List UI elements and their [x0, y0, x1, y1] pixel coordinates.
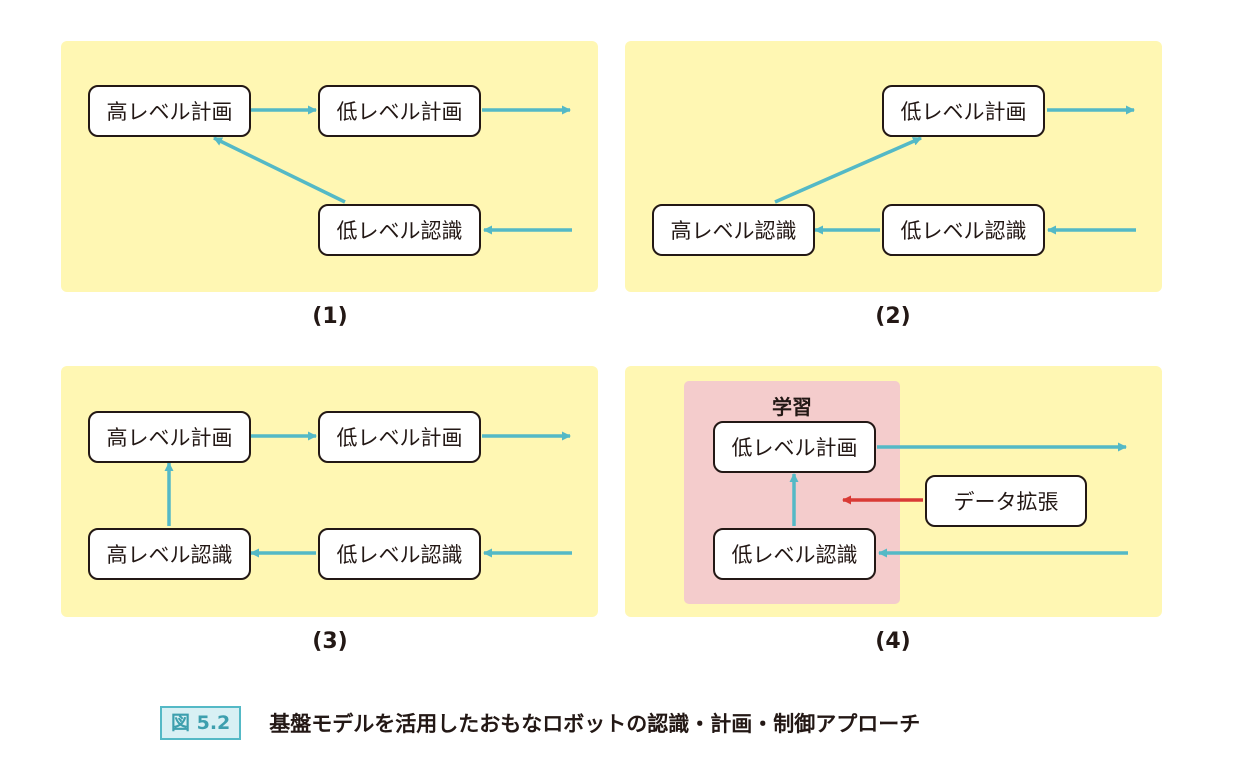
p3-low-level-recognition: 低レベル認識 [318, 528, 481, 580]
p3-high-level-planning: 高レベル計画 [88, 411, 251, 463]
p1-high-level-planning: 高レベル計画 [88, 85, 251, 137]
figure-number-badge: 図 5.2 [160, 706, 242, 740]
figure-caption: 図 5.2 基盤モデルを活用したおもなロボットの認識・計画・制御アプローチ [160, 706, 920, 740]
p2-high-level-recognition: 高レベル認識 [652, 204, 815, 256]
p1-low-level-planning: 低レベル計画 [318, 85, 481, 137]
p2-low-level-planning: 低レベル計画 [882, 85, 1045, 137]
p3-low-level-planning: 低レベル計画 [318, 411, 481, 463]
p1-low-level-recognition: 低レベル認識 [318, 204, 481, 256]
p3-high-level-recognition: 高レベル認識 [88, 528, 251, 580]
figure-caption-text: 基盤モデルを活用したおもなロボットの認識・計画・制御アプローチ [269, 712, 921, 736]
panel-1-label: (1) [312, 304, 348, 329]
panel-2-label: (2) [875, 304, 911, 329]
learning-title: 学習 [772, 395, 812, 419]
p2-low-level-recognition: 低レベル認識 [882, 204, 1045, 256]
p4-data-augmentation: データ拡張 [925, 475, 1087, 527]
p4-low-level-recognition: 低レベル認識 [713, 528, 876, 580]
p4-low-level-planning: 低レベル計画 [713, 421, 876, 473]
panel-3-label: (3) [312, 629, 348, 654]
panel-4-label: (4) [875, 629, 911, 654]
